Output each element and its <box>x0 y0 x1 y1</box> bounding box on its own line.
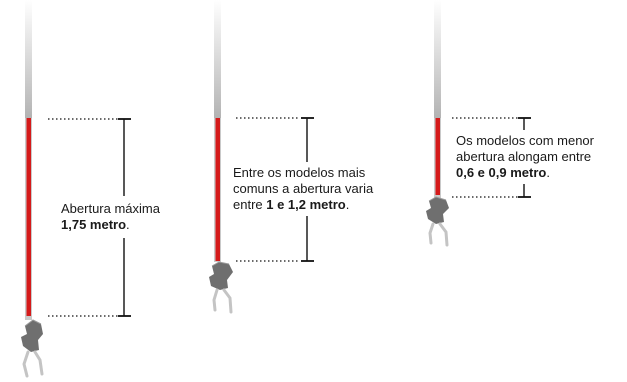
pole-upper <box>434 0 441 118</box>
common-opening-value-line: entre 1 e 1,2 metro. <box>233 197 373 213</box>
smaller-opening-period: . <box>546 165 550 180</box>
max-opening-period: . <box>126 217 130 232</box>
smaller-opening-value: 0,6 e 0,9 metro <box>456 165 547 180</box>
common-opening-label: Entre os modelos mais comuns a abertura … <box>233 165 373 213</box>
common-opening-value: 1 e 1,2 metro <box>266 197 346 212</box>
common-opening-text-line2: comuns a abertura varia <box>233 181 374 196</box>
max-opening-label: Abertura máxima 1,75 metro. <box>61 201 160 233</box>
max-opening-text: Abertura máxima <box>61 201 160 216</box>
clamp-device-icon <box>21 319 44 378</box>
clamp-device-icon <box>426 196 449 247</box>
pole-upper <box>214 0 221 118</box>
extension-cable <box>26 118 31 316</box>
common-opening-period: . <box>345 197 350 212</box>
panel-smaller-opening <box>426 0 627 247</box>
smaller-opening-text-line1: Os modelos com menor <box>456 133 594 148</box>
common-opening-text-line1: Entre os modelos mais <box>233 165 366 180</box>
smaller-opening-text-line2: abertura alongam entre <box>456 149 592 164</box>
smaller-opening-value-line: 0,6 e 0,9 metro. <box>456 165 594 181</box>
common-opening-range-prefix: entre <box>233 197 267 212</box>
label-backdrop <box>452 130 627 184</box>
smaller-opening-label: Os modelos com menor abertura alongam en… <box>456 133 594 181</box>
panel-max-opening <box>21 0 190 378</box>
max-opening-value-line: 1,75 metro. <box>61 217 160 233</box>
clamp-device-icon <box>209 261 233 314</box>
panel-common-opening <box>209 0 378 314</box>
max-opening-value: 1,75 metro <box>61 217 127 232</box>
label-backdrop <box>230 162 378 216</box>
extension-cable <box>435 118 440 195</box>
pole-upper <box>25 0 32 118</box>
label-backdrop <box>58 196 190 238</box>
extension-cable <box>215 118 220 261</box>
